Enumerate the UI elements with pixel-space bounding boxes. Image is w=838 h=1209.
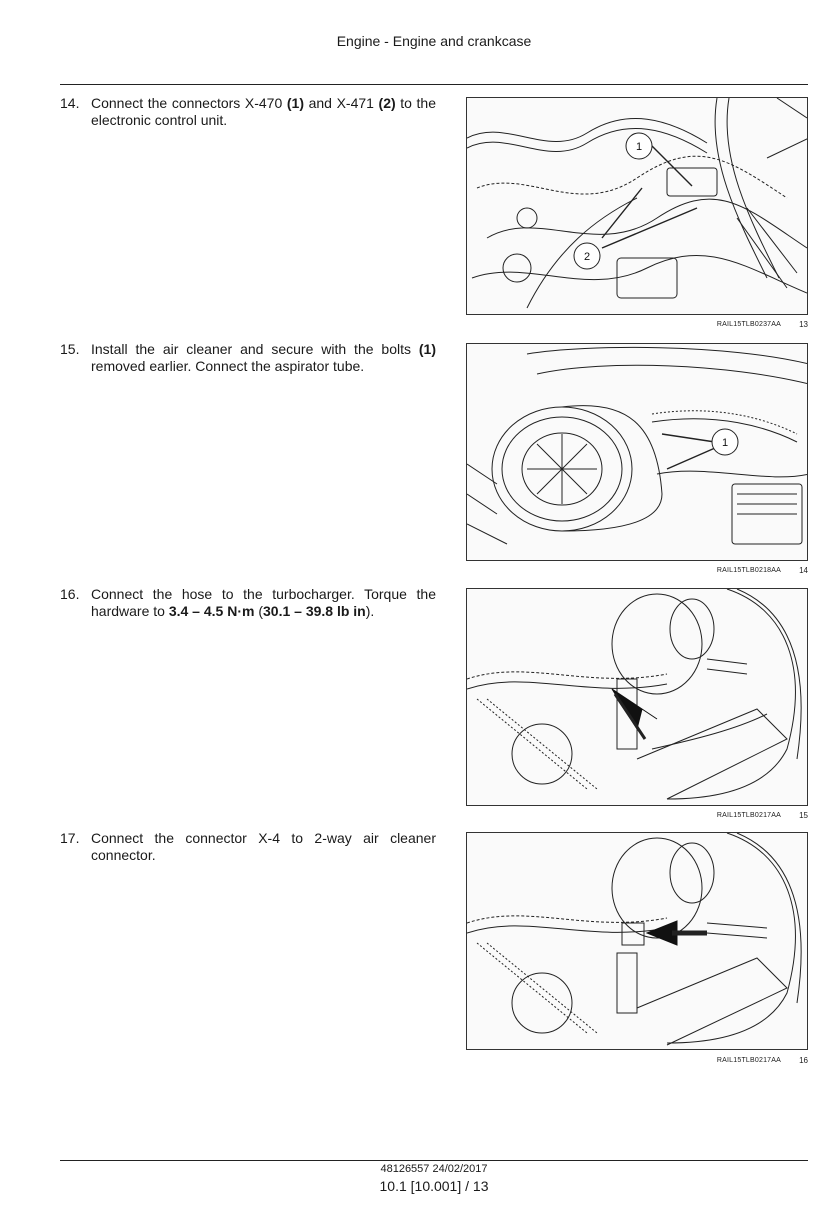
figure-number: 14	[799, 566, 808, 575]
step-17: 17. Connect the connector X-4 to 2-way a…	[60, 830, 436, 864]
figure-number: 16	[799, 1056, 808, 1065]
page-header-title: Engine - Engine and crankcase	[336, 33, 532, 49]
callout-1: 1	[722, 437, 728, 449]
footer-document-id: 48126557 24/02/2017	[380, 1163, 488, 1175]
header-rule	[60, 84, 808, 85]
callout-1: 1	[636, 141, 642, 153]
step-number: 15.	[60, 341, 80, 357]
footer-rule	[60, 1160, 808, 1161]
step-text: Install the air cleaner and secure with …	[91, 341, 436, 374]
figure-connector-x4	[466, 832, 808, 1050]
figure-number: 15	[799, 811, 808, 820]
figure-connectors-ecu: 1 2	[466, 97, 808, 315]
step-16: 16. Connect the hose to the turbocharger…	[60, 586, 436, 620]
step-text: Connect the connector X-4 to 2-way air c…	[91, 830, 436, 863]
figure-number: 13	[799, 320, 808, 329]
figure-ref: RAIL15TLB0217AA	[716, 812, 781, 819]
step-text: Connect the hose to the turbocharger. To…	[91, 586, 436, 619]
step-text: Connect the connectors X-470 (1) and X-4…	[91, 95, 437, 128]
callout-2: 2	[584, 251, 590, 263]
figure-turbocharger-hose	[466, 588, 808, 806]
figure-ref: RAIL15TLB0218AA	[716, 567, 781, 574]
step-number: 14.	[60, 95, 80, 111]
figure-ref: RAIL15TLB0217AA	[716, 1057, 781, 1064]
figure-air-cleaner: 1	[466, 343, 808, 561]
step-number: 17.	[60, 830, 80, 846]
footer-page-number: 10.1 [10.001] / 13	[379, 1178, 489, 1194]
figure-ref: RAIL15TLB0237AA	[716, 321, 781, 328]
step-14: 14. Connect the connectors X-470 (1) and…	[60, 95, 436, 129]
step-number: 16.	[60, 586, 80, 602]
step-15: 15. Install the air cleaner and secure w…	[60, 341, 436, 375]
